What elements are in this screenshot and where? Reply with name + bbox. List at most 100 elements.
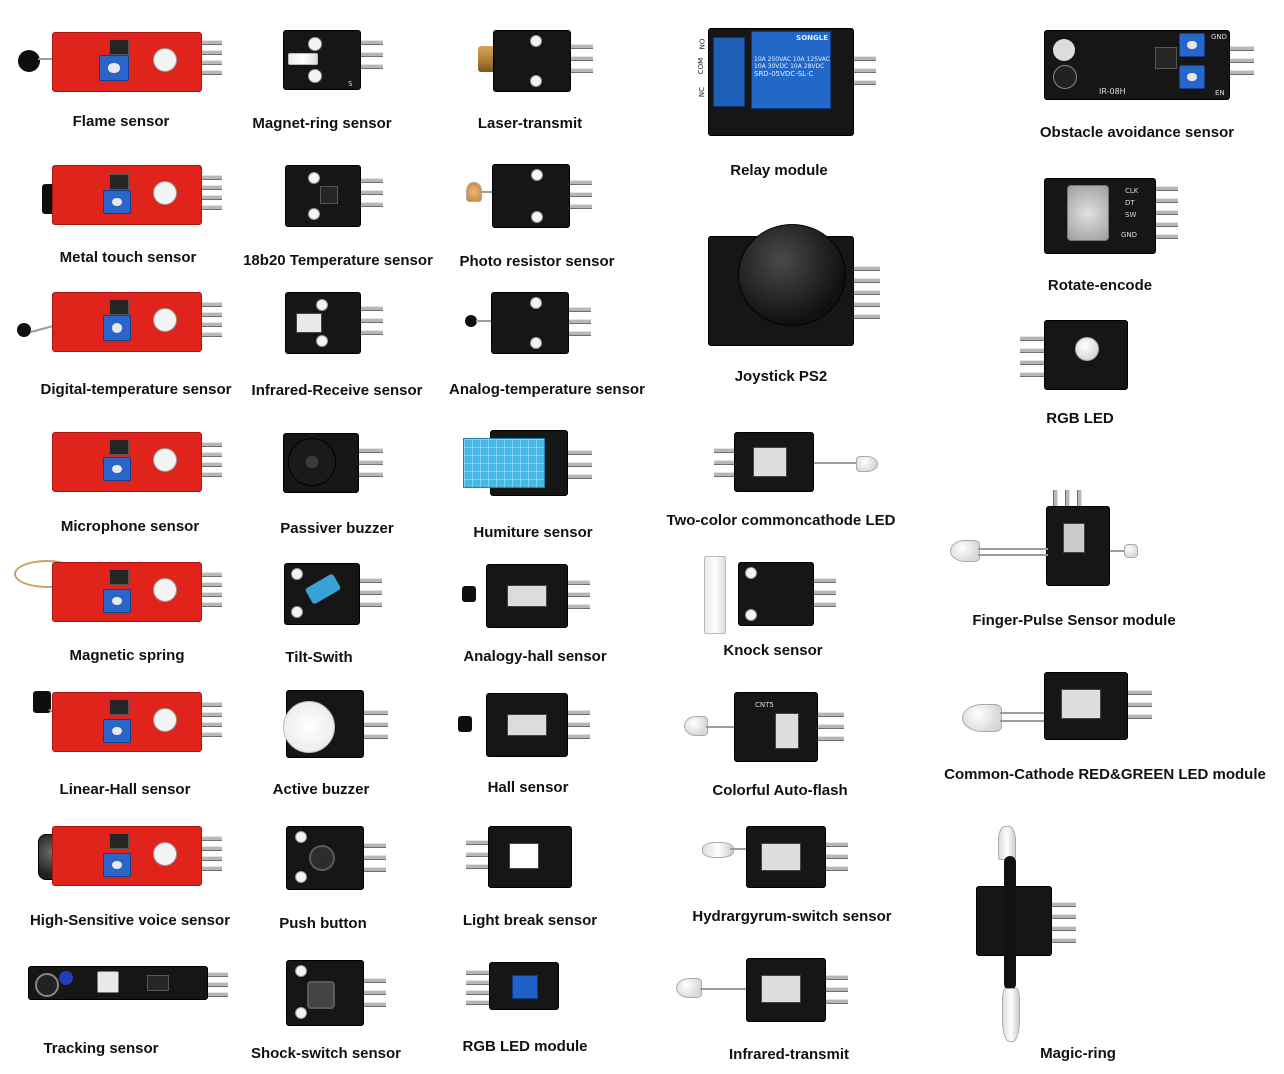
shock-switch-board [286, 960, 364, 1026]
tube-tip-icon [1002, 988, 1020, 1042]
analog-temperature-board [491, 292, 569, 354]
relay-spec-line1: 10A 250VAC 10A 125VAC [754, 56, 830, 63]
potentiometer-icon [1179, 33, 1205, 57]
temperature-18b20-board [285, 165, 361, 227]
smd-rgb-led-icon [512, 975, 538, 999]
ir-led-icon [950, 540, 980, 562]
magnetic-spring-label: Magnetic spring [69, 647, 185, 664]
digital-temperature-sensor-label: Digital-temperature sensor [40, 381, 232, 398]
light-gate-slot [509, 843, 539, 869]
buzzer-icon [288, 438, 336, 486]
obstacle-avoidance-label: Obstacle avoidance sensor [1039, 124, 1235, 141]
metal-touch-board [52, 165, 202, 225]
led-bulb-icon [962, 704, 1002, 732]
active-buzzer-label: Active buzzer [272, 781, 370, 798]
laser-transmit-board [493, 30, 571, 92]
hydrargyrum-board [746, 826, 826, 888]
obstacle-model-text: IR-08H [1099, 87, 1126, 96]
photo-resistor-board [492, 164, 570, 228]
passive-buzzer-label: Passiver buzzer [280, 520, 394, 537]
magnet-ring-board [283, 30, 361, 90]
infrared-receive-label: Infrared-Receive sensor [251, 382, 423, 399]
passive-buzzer-board [283, 433, 359, 493]
hydrargyrum-switch-label: Hydrargyrum-switch sensor [692, 908, 892, 925]
magic-ring-bulb-icon [998, 826, 1016, 860]
clk-marker: CLK [1125, 187, 1139, 195]
en-marker: EN [1215, 89, 1225, 97]
joystick-knob-icon [738, 224, 846, 326]
finger-pulse-label: Finger-Pulse Sensor module [972, 612, 1176, 629]
thermistor-icon [17, 323, 31, 337]
knock-sensor-board [738, 562, 814, 626]
hall-element-icon [462, 586, 476, 602]
active-buzzer-icon [283, 701, 335, 753]
microphone-board [52, 432, 202, 492]
dt-marker: DT [1125, 199, 1135, 207]
ir-led-icon [676, 978, 702, 998]
mercury-switch-icon [702, 842, 734, 858]
finger-pulse-board [1046, 506, 1110, 586]
knock-sensor-label: Knock sensor [723, 642, 823, 659]
red-green-led-label: Common-Cathode RED&GREEN LED module [944, 766, 1266, 783]
magnet-ring-sensor-label: Magnet-ring sensor [252, 115, 392, 132]
analog-hall-label: Analogy-hall sensor [463, 648, 607, 665]
rgb-led-board [1044, 320, 1128, 390]
auto-flash-label: Colorful Auto-flash [712, 782, 848, 799]
sw-marker: SW [1125, 211, 1137, 219]
analog-temperature-label: Analog-temperature sensor [449, 381, 645, 398]
rgb-led-module-label: RGB LED module [462, 1038, 588, 1055]
dht-sensor-icon [463, 438, 545, 488]
voice-sensor-label: High-Sensitive voice sensor [29, 912, 231, 929]
voice-sensor-board [52, 826, 202, 886]
rgb-led-label: RGB LED [1046, 410, 1114, 427]
humiture-sensor-label: Humiture sensor [473, 524, 593, 541]
ir-emitter-icon [1053, 39, 1075, 61]
relay-nc-marker: NC [698, 86, 707, 98]
ir-led-icon [59, 971, 73, 985]
joystick-label: Joystick PS2 [734, 368, 828, 385]
tracking-sensor-board [28, 966, 208, 1000]
relay-module-label: Relay module [730, 162, 828, 179]
gnd-marker: GND [1121, 231, 1138, 239]
thermistor-icon [465, 315, 477, 327]
red-green-led-board [1044, 672, 1128, 740]
relay-block: SONGLE 10A 250VAC 10A 125VAC 10A 30VDC 1… [751, 31, 831, 109]
light-break-board [488, 826, 572, 888]
infrared-transmit-label: Infrared-transmit [728, 1046, 850, 1063]
laser-transmit-label: Laser-transmit [477, 115, 583, 132]
relay-com-marker: COM [697, 57, 706, 75]
hall-sensor-label: Hall sensor [487, 779, 569, 796]
linear-hall-sensor-label: Linear-Hall sensor [59, 781, 191, 798]
obstacle-avoidance-board: IR-08H GND EN [1044, 30, 1230, 100]
push-button-icon [309, 845, 335, 871]
metal-touch-sensor-label: Metal touch sensor [59, 249, 197, 266]
magnetic-spring-board [52, 562, 202, 622]
flame-probe-icon [18, 50, 40, 72]
analog-hall-board [486, 564, 568, 628]
hall-element-icon [33, 691, 51, 713]
tilt-switch-icon [304, 573, 342, 605]
two-color-led-label: Two-color commoncathode LED [666, 512, 896, 529]
photo-resistor-label: Photo resistor sensor [459, 253, 615, 270]
hall-element-icon [458, 716, 472, 732]
tilt-switch-board [284, 563, 360, 625]
gnd-marker: GND [1211, 33, 1228, 41]
relay-brand: SONGLE [796, 34, 828, 42]
light-break-label: Light break sensor [462, 912, 598, 929]
relay-spec-line2: 10A 30VDC 10A 28VDC [754, 63, 825, 70]
flame-sensor-board [52, 32, 202, 92]
encoder-shaft-icon [1067, 185, 1109, 241]
tilt-switch-label: Tilt-Swith [285, 649, 353, 666]
relay-board: SONGLE 10A 250VAC 10A 125VAC 10A 30VDC 1… [708, 28, 854, 136]
linear-hall-board [52, 692, 202, 752]
rgb-led-icon [1075, 337, 1099, 361]
rgb-led-module-board [489, 962, 559, 1010]
led-bulb-icon [856, 456, 878, 472]
hall-sensor-board [486, 693, 568, 757]
magic-ring-label: Magic-ring [1040, 1045, 1116, 1062]
infrared-receive-board [285, 292, 361, 354]
digital-temperature-board [52, 292, 202, 352]
pin-s-marker: S [348, 80, 353, 88]
knock-spring-housing-icon [704, 556, 726, 634]
mercury-tube-icon [1004, 856, 1016, 990]
